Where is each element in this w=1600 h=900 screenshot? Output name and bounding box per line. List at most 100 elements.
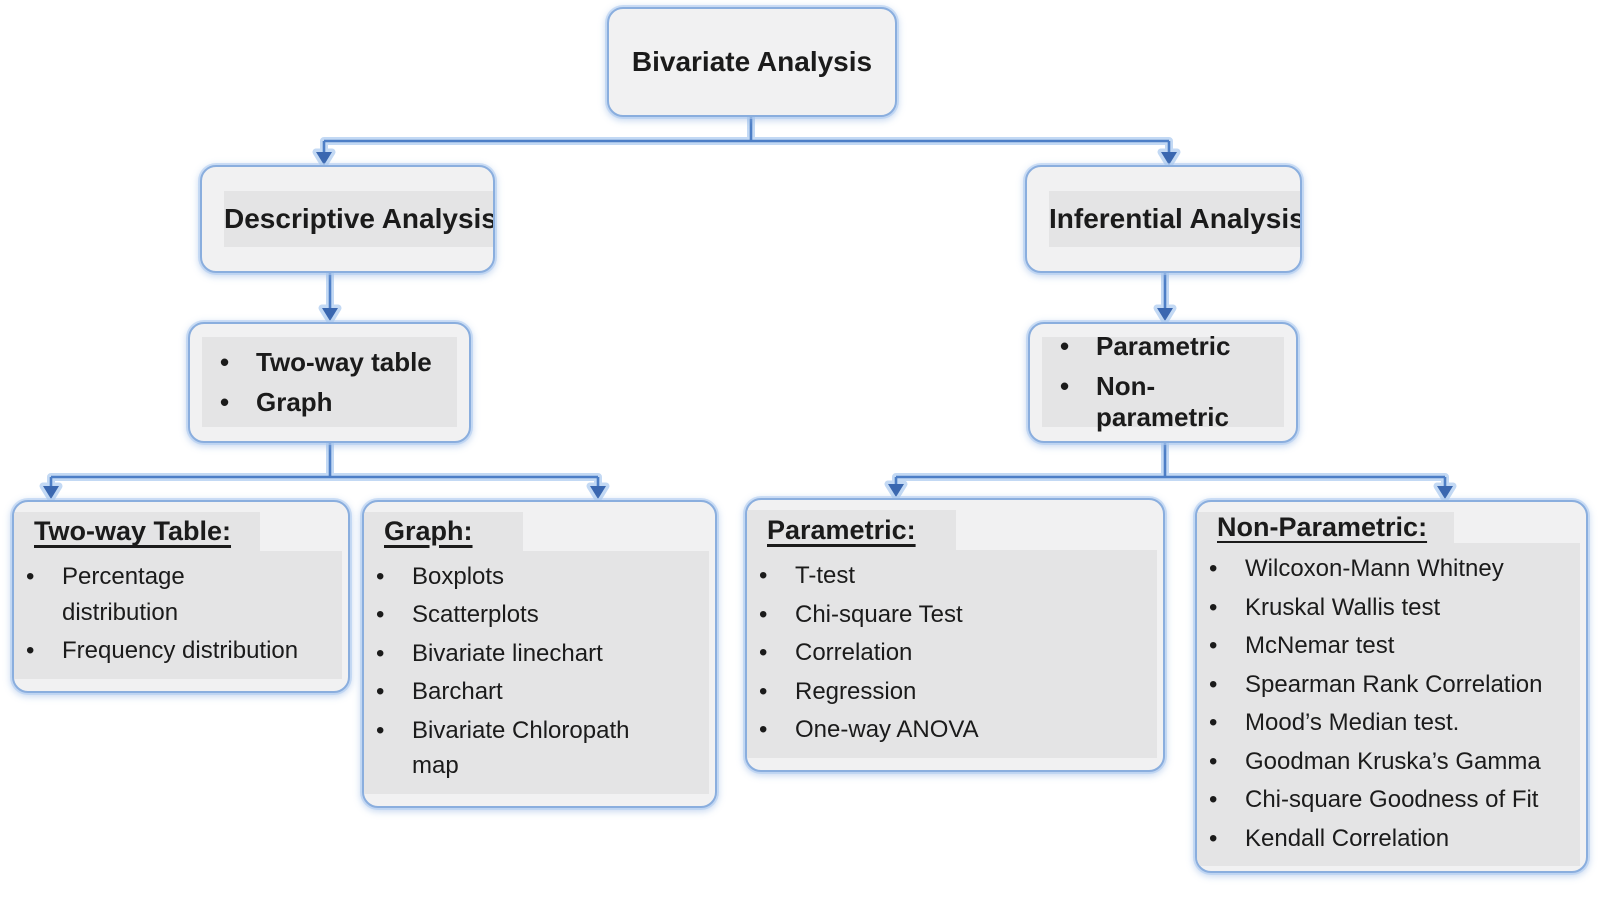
- bullet-icon: •: [376, 639, 385, 667]
- bullet-icon: •: [376, 716, 385, 744]
- list-item: • Parametric: [1056, 331, 1284, 362]
- bullet-icon: •: [759, 716, 768, 744]
- list-item-label: Chi-square Test: [795, 600, 963, 628]
- list-item-label: Bivariate Chloropath map: [412, 716, 630, 780]
- connector-line-layer: [43, 117, 1453, 499]
- list-item-label: T-test: [795, 562, 856, 590]
- list-item: • Correlation: [755, 635, 1153, 671]
- node-parametric: Parametric: • T-test • Chi-square Test •…: [745, 498, 1165, 772]
- list-item: • Boxplots: [372, 559, 705, 595]
- list-item-label: Graph: [256, 386, 333, 417]
- list-item-label: Kendall Correlation: [1245, 824, 1450, 852]
- list-item: • One-way ANOVA: [755, 712, 1153, 748]
- list-item: • Goodman Kruska’s Gamma: [1205, 744, 1576, 780]
- arrowhead-icon: [888, 484, 904, 497]
- list-item: • Kruskal Wallis test: [1205, 590, 1576, 626]
- list-item: • Barchart: [372, 674, 705, 710]
- two-way-table-heading-band: Two-way Table:: [14, 512, 260, 552]
- list-item: • Frequency distribution: [22, 633, 338, 669]
- arrowhead-icon: [322, 308, 338, 321]
- node-bivariate-analysis: Bivariate Analysis: [607, 7, 897, 117]
- parametric-heading-band: Parametric:: [747, 510, 957, 551]
- list-item: • Percentage distribution: [22, 559, 338, 630]
- bullet-icon: •: [1209, 632, 1218, 660]
- non-parametric-list: • Wilcoxon-Mann Whitney • Kruskal Wallis…: [1197, 543, 1580, 867]
- arrowhead-icon: [316, 152, 332, 165]
- list-item: • T-test: [755, 558, 1153, 594]
- graph-heading-band: Graph:: [364, 512, 523, 551]
- descriptive-label-band: Descriptive Analysis: [224, 191, 495, 247]
- list-item: • Chi-square Test: [755, 597, 1153, 633]
- bullet-icon: •: [376, 601, 385, 629]
- list-item-label: Wilcoxon-Mann Whitney: [1245, 555, 1504, 582]
- two-way-table-list: • Percentage distribution • Frequency di…: [14, 551, 342, 679]
- arrowhead-icon: [590, 486, 606, 499]
- list-item: • Non-parametric: [1056, 371, 1284, 433]
- arrowhead-icon: [1161, 152, 1177, 165]
- list-item: • Scatterplots: [372, 597, 705, 633]
- list-item-label: Kruskal Wallis test: [1245, 593, 1441, 621]
- list-item: • Bivariate Chloropath map: [372, 713, 705, 784]
- list-item-label: Scatterplots: [412, 601, 539, 629]
- arrowhead-icon: [1157, 308, 1173, 321]
- list-item-label: Correlation: [795, 639, 913, 667]
- list-item: • Kendall Correlation: [1205, 821, 1576, 857]
- descriptive-label: Descriptive Analysis: [224, 203, 495, 234]
- list-item-label: Frequency distribution: [62, 637, 299, 665]
- bullet-icon: •: [1209, 747, 1218, 775]
- node-descriptive-analysis: Descriptive Analysis: [200, 165, 495, 273]
- graph-list: • Boxplots • Scatterplots • Bivariate li…: [364, 550, 709, 794]
- list-item: • Chi-square Goodness of Fit: [1205, 782, 1576, 818]
- node-non-parametric: Non-Parametric: • Wilcoxon-Mann Whitney …: [1195, 500, 1588, 873]
- list-item-label: Percentage distribution: [62, 563, 185, 626]
- list-item-label: Non-parametric: [1096, 371, 1229, 432]
- inferential-label-band: Inferential Analysis: [1049, 191, 1302, 247]
- list-item: • Regression: [755, 674, 1153, 710]
- list-item-label: Chi-square Goodness of Fit: [1245, 786, 1539, 814]
- list-item: • Bivariate linechart: [372, 636, 705, 672]
- list-item-label: Barchart: [412, 678, 503, 706]
- list-item-label: Parametric: [1096, 331, 1231, 361]
- node-inferential-methods: • Parametric • Non-parametric: [1028, 322, 1298, 443]
- bullet-icon: •: [1060, 371, 1070, 401]
- list-item-label: McNemar test: [1245, 632, 1395, 660]
- bullet-icon: •: [376, 562, 385, 590]
- bullet-icon: •: [26, 637, 35, 665]
- bullet-icon: •: [1209, 824, 1218, 852]
- parametric-heading: Parametric:: [767, 514, 916, 545]
- bullet-icon: •: [759, 639, 768, 667]
- list-item: • Mood’s Median test.: [1205, 705, 1576, 741]
- parametric-list: • T-test • Chi-square Test • Correlation…: [747, 550, 1157, 758]
- list-item: • Two-way table: [216, 347, 457, 378]
- list-item-label: Boxplots: [412, 562, 505, 590]
- bullet-icon: •: [759, 562, 768, 590]
- non-parametric-heading-band: Non-Parametric:: [1197, 512, 1454, 543]
- list-item-label: Spearman Rank Correlation: [1245, 670, 1543, 698]
- root-node-label: Bivariate Analysis: [631, 46, 873, 77]
- two-way-table-heading: Two-way Table:: [34, 516, 232, 547]
- descriptive-methods-panel: • Two-way table • Graph: [202, 337, 457, 427]
- arrowhead-icon: [1437, 486, 1453, 499]
- list-item-label: One-way ANOVA: [795, 716, 979, 744]
- node-inferential-analysis: Inferential Analysis: [1025, 165, 1302, 273]
- list-item-label: Goodman Kruska’s Gamma: [1245, 747, 1541, 775]
- non-parametric-heading: Non-Parametric:: [1217, 512, 1428, 542]
- bullet-icon: •: [1209, 670, 1218, 698]
- inferential-methods-panel: • Parametric • Non-parametric: [1042, 331, 1284, 432]
- bullet-icon: •: [220, 386, 230, 417]
- list-item-label: Bivariate linechart: [412, 639, 603, 667]
- bullet-icon: •: [1060, 331, 1070, 361]
- list-item: • Spearman Rank Correlation: [1205, 667, 1576, 703]
- bullet-icon: •: [220, 346, 230, 377]
- list-item-label: Two-way table: [256, 346, 432, 377]
- arrowhead-icon: [43, 486, 59, 499]
- bullet-icon: •: [759, 677, 768, 705]
- bullet-icon: •: [376, 678, 385, 706]
- list-item-label: Mood’s Median test.: [1245, 709, 1460, 737]
- graph-heading: Graph:: [384, 515, 473, 546]
- node-descriptive-methods: • Two-way table • Graph: [188, 322, 471, 443]
- inferential-label: Inferential Analysis: [1049, 203, 1302, 234]
- bullet-icon: •: [1209, 555, 1218, 582]
- bullet-icon: •: [1209, 593, 1218, 621]
